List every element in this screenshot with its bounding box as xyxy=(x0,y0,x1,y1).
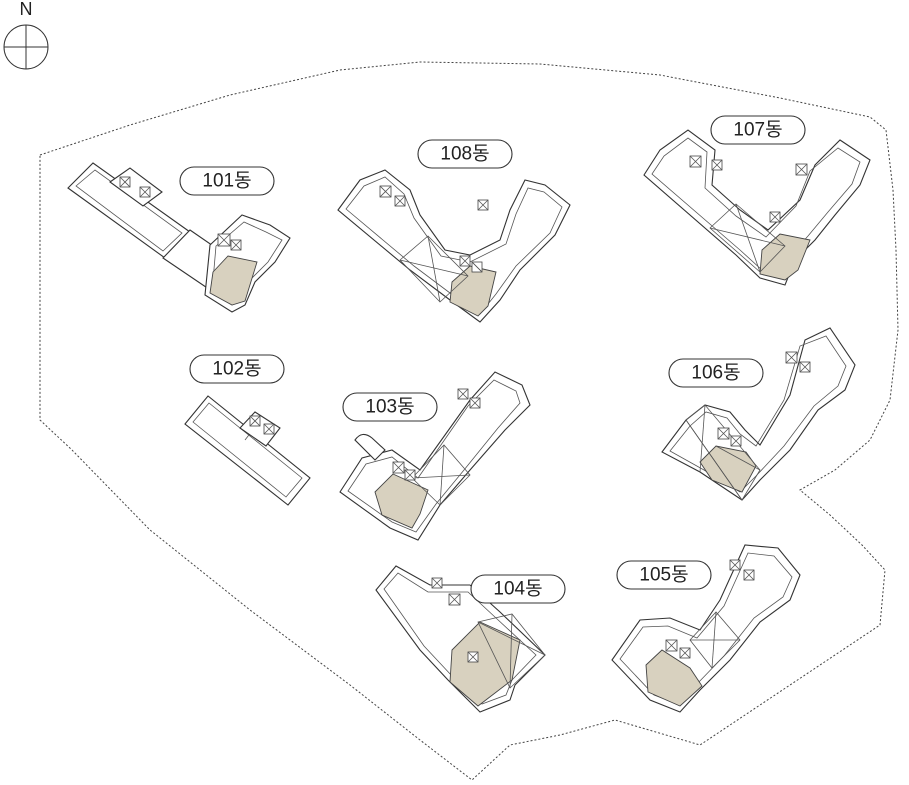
building-label-105-text: 105동 xyxy=(639,565,688,586)
building-101[interactable] xyxy=(67,162,291,313)
north-label: N xyxy=(20,0,33,19)
building-label-108[interactable]: 108동 xyxy=(417,139,513,169)
building-105[interactable] xyxy=(611,544,801,713)
building-label-103-text: 103동 xyxy=(365,397,414,418)
north-arrow-icon xyxy=(3,24,49,70)
building-108[interactable] xyxy=(337,169,571,323)
building-label-101[interactable]: 101동 xyxy=(179,166,275,196)
building-label-108-text: 108동 xyxy=(440,144,489,165)
building-label-102[interactable]: 102동 xyxy=(189,354,285,384)
compass: N xyxy=(3,0,49,70)
building-label-104-text: 104동 xyxy=(493,579,542,600)
building-label-106-text: 106동 xyxy=(691,363,740,384)
building-label-103[interactable]: 103동 xyxy=(342,392,438,422)
building-104[interactable] xyxy=(375,565,546,713)
building-107[interactable] xyxy=(643,129,871,286)
building-label-102-text: 102동 xyxy=(212,359,261,380)
building-label-107[interactable]: 107동 xyxy=(710,115,806,145)
site-boundary xyxy=(39,61,899,781)
building-label-105[interactable]: 105동 xyxy=(616,560,712,590)
building-label-107-text: 107동 xyxy=(733,120,782,141)
building-label-101-text: 101동 xyxy=(202,171,251,192)
building-102[interactable] xyxy=(184,395,311,506)
building-label-106[interactable]: 106동 xyxy=(668,358,764,388)
building-103[interactable] xyxy=(339,371,531,541)
building-106[interactable] xyxy=(661,327,856,501)
building-label-104[interactable]: 104동 xyxy=(470,574,566,604)
